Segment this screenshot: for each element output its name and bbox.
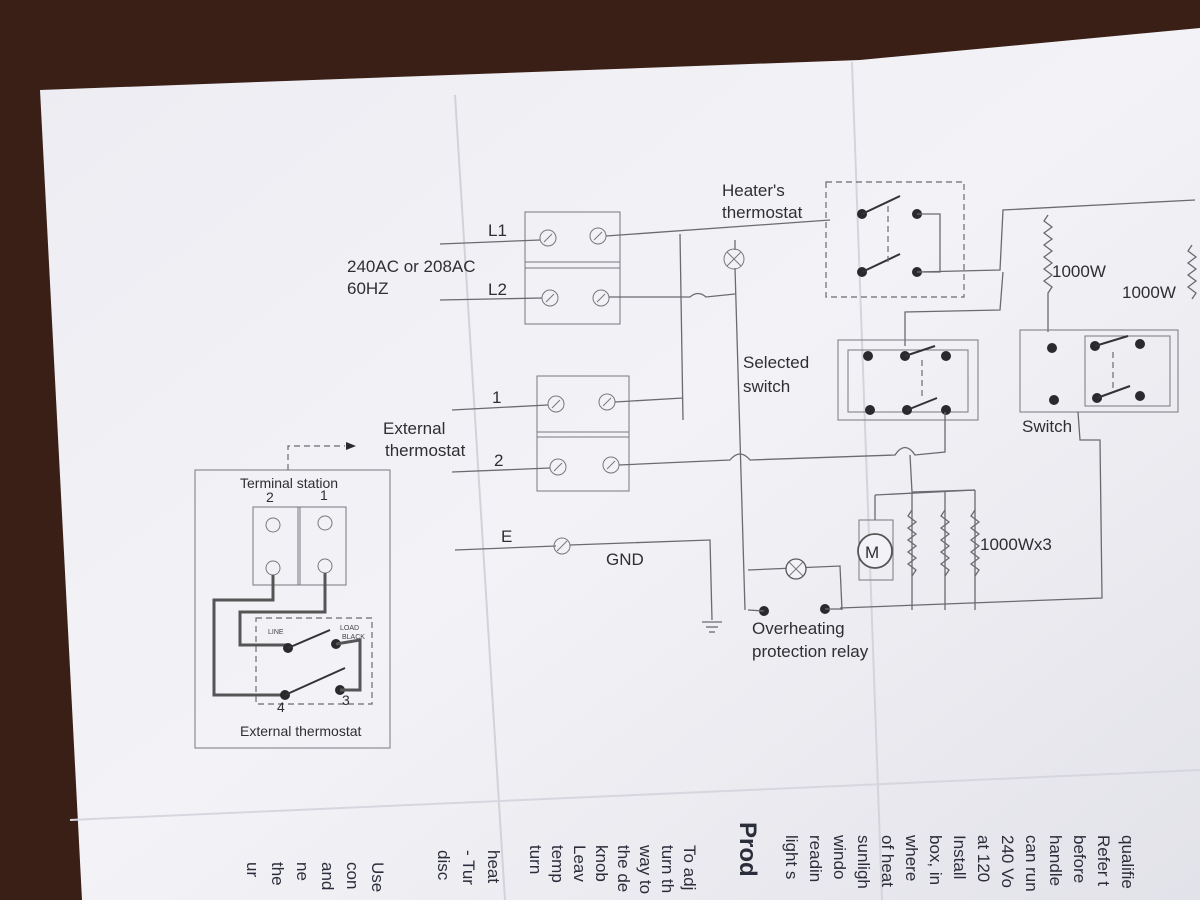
supply-frequency-label: 60HZ — [347, 279, 389, 298]
selected-switch-label-2: switch — [743, 377, 790, 396]
svg-text:heat: heat — [484, 850, 503, 883]
svg-text:Install: Install — [950, 835, 969, 879]
motor-label: M — [865, 543, 879, 562]
switch — [1019, 329, 1179, 413]
inset-terminal-2: 2 — [266, 489, 274, 505]
svg-text:To adj: To adj — [680, 845, 699, 890]
svg-text:Refer t: Refer t — [1094, 835, 1113, 886]
svg-text:turn th: turn th — [658, 845, 677, 893]
switch-label: Switch — [1022, 417, 1072, 436]
svg-text:ur: ur — [243, 862, 262, 877]
svg-text:240 Vo: 240 Vo — [998, 835, 1017, 888]
heater-thermostat-label-2: thermostat — [722, 203, 803, 222]
svg-text:windo: windo — [830, 834, 849, 879]
inset-caption: External thermostat — [240, 723, 361, 739]
fold-line — [851, 61, 883, 900]
svg-text:turn: turn — [526, 845, 545, 874]
relay-label: Overheating — [752, 619, 845, 638]
external-thermostat-label-2: thermostat — [385, 441, 466, 460]
inset-black-label: BLACK — [342, 634, 365, 641]
svg-text:con: con — [343, 862, 362, 889]
svg-text:light s: light s — [782, 835, 801, 879]
fold-line — [69, 769, 1200, 821]
gnd-label: GND — [606, 550, 644, 569]
ground-terminal — [553, 537, 571, 555]
ground-symbol-icon — [702, 621, 722, 633]
inset-load-label: LOAD — [340, 625, 359, 632]
selected-switch — [837, 339, 979, 421]
supply-voltage-label: 240AC or 208AC — [347, 257, 476, 276]
ground-terminal-label: E — [501, 527, 512, 546]
inset-terminal-1: 1 — [320, 487, 328, 503]
heater-element-2 — [1186, 244, 1198, 300]
l1-label: L1 — [488, 221, 507, 240]
supply-terminal-block — [524, 211, 621, 325]
heater-1-label: 1000W — [1052, 262, 1106, 281]
svg-text:and: and — [318, 862, 337, 890]
svg-text:at 120: at 120 — [974, 835, 993, 882]
heaters-x3-label: 1000Wx3 — [980, 535, 1052, 554]
inset-line-label: LINE — [268, 629, 284, 636]
paper-sheet — [40, 28, 1200, 900]
svg-text:- Tur: - Tur — [459, 850, 478, 885]
svg-text:where: where — [902, 834, 921, 881]
svg-text:before: before — [1070, 835, 1089, 883]
heater-element-1 — [1042, 214, 1054, 332]
svg-text:of heat: of heat — [878, 835, 897, 887]
svg-text:temp: temp — [548, 845, 567, 883]
svg-text:sunligh: sunligh — [854, 835, 873, 889]
fold-line — [454, 94, 506, 900]
svg-text:way to: way to — [636, 844, 655, 894]
external-terminal-2: 2 — [494, 451, 503, 470]
indicator-lamp — [723, 248, 745, 270]
l2-label: L2 — [488, 280, 507, 299]
motor-icon: M — [857, 519, 894, 581]
svg-text:handle: handle — [1046, 835, 1065, 886]
manual-text-column-4: light s readin windo sunligh of heat whe… — [782, 834, 1137, 892]
manual-text-column-2: heat - Tur disc — [434, 850, 503, 885]
inset-title: Terminal station — [240, 475, 338, 491]
svg-text:readin: readin — [806, 835, 825, 882]
svg-text:ne: ne — [293, 862, 312, 881]
relay-label-2: protection relay — [752, 642, 869, 661]
external-terminal-1: 1 — [492, 388, 501, 407]
manual-text-column-1: Use con and ne the ur — [243, 862, 387, 892]
svg-text:can run: can run — [1022, 835, 1041, 892]
overheating-relay — [747, 558, 843, 616]
heater-thermostat-label: Heater's — [722, 181, 785, 200]
manual-heading: Prod — [734, 822, 761, 877]
external-thermostat-label: External — [383, 419, 445, 438]
svg-text:knob: knob — [592, 845, 611, 882]
svg-text:disc: disc — [434, 850, 453, 881]
svg-text:Prod: Prod — [734, 822, 761, 877]
inset-pin-4: 4 — [277, 699, 285, 715]
svg-text:Use: Use — [368, 862, 387, 892]
heater-2-label: 1000W — [1122, 283, 1176, 302]
svg-text:box, in: box, in — [926, 835, 945, 885]
svg-text:the: the — [268, 862, 287, 886]
inset-pin-3: 3 — [342, 692, 350, 708]
selected-switch-label: Selected — [743, 353, 809, 372]
manual-text-column-3: turn temp Leav knob the de way to turn t… — [526, 844, 699, 894]
svg-text:Leav: Leav — [570, 845, 589, 882]
svg-text:the de: the de — [614, 845, 633, 892]
inset-external-thermostat: Terminal station 2 1 LINE LOAD BLACK 4 3… — [194, 442, 391, 749]
svg-text:qualifie: qualifie — [1118, 835, 1137, 889]
